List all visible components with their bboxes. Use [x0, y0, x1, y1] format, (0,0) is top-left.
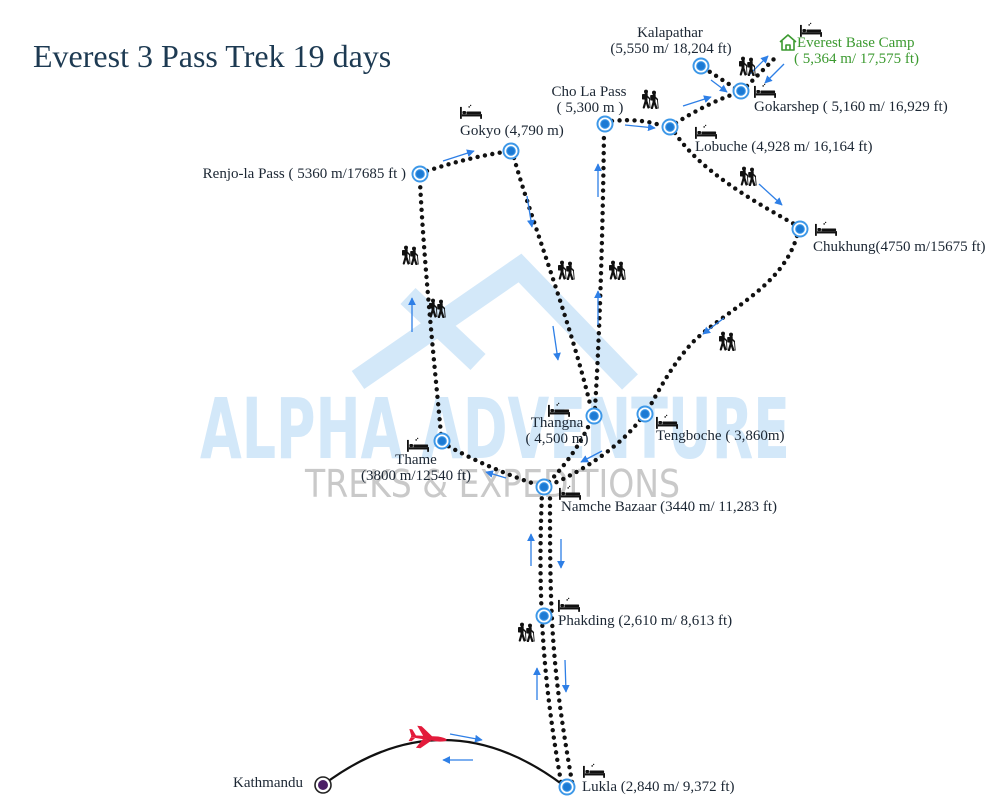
bed-icon: [558, 597, 580, 612]
place-labels: Kalapathar (5,550 m/ 18,204 ft) Everest …: [203, 25, 986, 795]
trail-tengboche-namche: [547, 417, 643, 488]
bed-icon: [695, 124, 717, 139]
trail-gokarshep-base-camp: [744, 53, 780, 89]
waypoint-icon-namche-bazaar: [535, 478, 553, 496]
trail-renjo-la-gokyo: [424, 149, 507, 174]
waypoint-icon-cho-la-pass: [596, 115, 614, 133]
trail-cho-la-lobuche: [609, 117, 666, 129]
waypoints: [314, 57, 809, 796]
place-label-phakding: Phakding (2,610 m/ 8,613 ft): [558, 613, 732, 629]
place-label-lukla: Lukla (2,840 m/ 9,372 ft): [582, 779, 734, 795]
base-camp-icon: [779, 34, 797, 51]
hikers-icon: [717, 331, 737, 351]
arrow-icon: [764, 63, 785, 84]
trail-lobuche-chukhung: [672, 130, 797, 227]
waypoint-icon-gokarshep: [732, 82, 750, 100]
arrow-icon: [710, 79, 728, 93]
hikers-icon: [738, 166, 758, 186]
place-name-thangna: Thangna: [531, 415, 584, 431]
arrow-icon: [702, 317, 725, 335]
arrow-icon: [758, 183, 783, 206]
place-elevation-kalapathar: (5,550 m/ 18,204 ft): [610, 41, 731, 57]
arrow-icon: [449, 733, 483, 743]
place-label-renjo-la-pass: Renjo-la Pass ( 5360 m/17685 ft ): [203, 166, 406, 182]
hikers-icon: [400, 245, 420, 265]
arrow-icon: [682, 95, 712, 107]
arrow-icon: [561, 659, 570, 693]
bed-icon: [460, 104, 482, 119]
place-elevation-everest-base-camp: ( 5,364 m/ 17,575 ft): [794, 51, 919, 67]
arrow-icon: [624, 123, 656, 132]
waypoint-icon-lobuche: [661, 118, 679, 136]
place-label-chukhung: Chukhung(4750 m/15675 ft): [813, 239, 986, 255]
arrow-icon: [526, 195, 535, 228]
trail-thangna-cho-la: [592, 128, 607, 411]
hikers-icon: [556, 260, 576, 280]
place-name-thame: Thame: [395, 452, 437, 468]
waypoint-icon-thame: [433, 432, 451, 450]
place-name-cho-la-pass: Cho La Pass: [552, 84, 627, 100]
place-label-lobuche: Lobuche (4,928 m/ 16,164 ft): [695, 139, 872, 155]
watermark-brand: ALPHA ADVENTURE: [200, 380, 790, 478]
place-label-gokyo: Gokyo (4,790 m): [460, 123, 564, 139]
direction-arrows: [408, 55, 785, 764]
place-elevation-thangna: ( 4,500 m): [526, 431, 589, 447]
watermark-mountain-icon: [351, 253, 638, 390]
place-label-gokarshep: Gokarshep ( 5,160 m/ 16,929 ft): [754, 99, 948, 115]
trail-chukhung-tengboche: [646, 233, 800, 411]
trail-lobuche-gokarshep: [673, 91, 737, 126]
waypoint-icon-phakding: [535, 607, 553, 625]
waypoint-icon-renjo-la-pass: [411, 165, 429, 183]
place-elevation-thame: (3800 m/12540 ft): [361, 468, 471, 484]
trail-namche-thame: [445, 443, 541, 488]
waypoint-icon-tengboche: [636, 405, 654, 423]
trail-gokyo-thangna: [511, 155, 594, 411]
trail-lukla-namche-down: [547, 490, 575, 785]
place-name-everest-base-camp: Everest Base Camp: [797, 35, 914, 51]
bed-icon: [583, 763, 605, 778]
waypoint-icon-kalapathar: [692, 57, 710, 75]
watermark-tagline: TREKS & EXPEDITIONS: [304, 462, 680, 506]
hikers-icon: [640, 89, 660, 109]
hikers-icon: [427, 298, 447, 318]
waypoint-icon-lukla: [558, 778, 576, 796]
hikers-icon: [516, 622, 536, 642]
waypoint-icon-kathmandu: [314, 776, 332, 794]
bed-icon: [754, 83, 776, 98]
arrow-icon: [485, 470, 507, 479]
trail-gokarshep-kalapathar: [704, 67, 738, 91]
bed-icon: [815, 221, 837, 236]
watermark-mountain-inner: [400, 287, 486, 371]
trail-namche-thangna: [546, 420, 593, 485]
hikers-icon: [607, 260, 627, 280]
hikers-icon: [737, 56, 757, 76]
place-label-tengboche: Tengboche ( 3,860m): [656, 428, 785, 444]
arrow-icon: [580, 450, 603, 463]
place-label-namche-bazaar: Namche Bazaar (3440 m/ 11,283 ft): [561, 499, 777, 515]
arrow-icon: [552, 325, 561, 361]
waypoint-icon-thangna: [585, 407, 603, 425]
waypoint-icon-chukhung: [791, 220, 809, 238]
flight-route: [322, 739, 564, 786]
watermark: ALPHA ADVENTURE TREKS & EXPEDITIONS: [200, 253, 790, 506]
place-name-kalapathar: Kalapathar: [637, 25, 703, 41]
waypoint-icon-gokyo: [502, 142, 520, 160]
place-elevation-cho-la-pass: ( 5,300 m ): [557, 100, 624, 116]
map-title: Everest 3 Pass Trek 19 days: [33, 38, 391, 74]
arrow-icon: [442, 149, 475, 162]
airplane-icon: [408, 725, 447, 749]
place-label-kathmandu: Kathmandu: [233, 775, 303, 791]
